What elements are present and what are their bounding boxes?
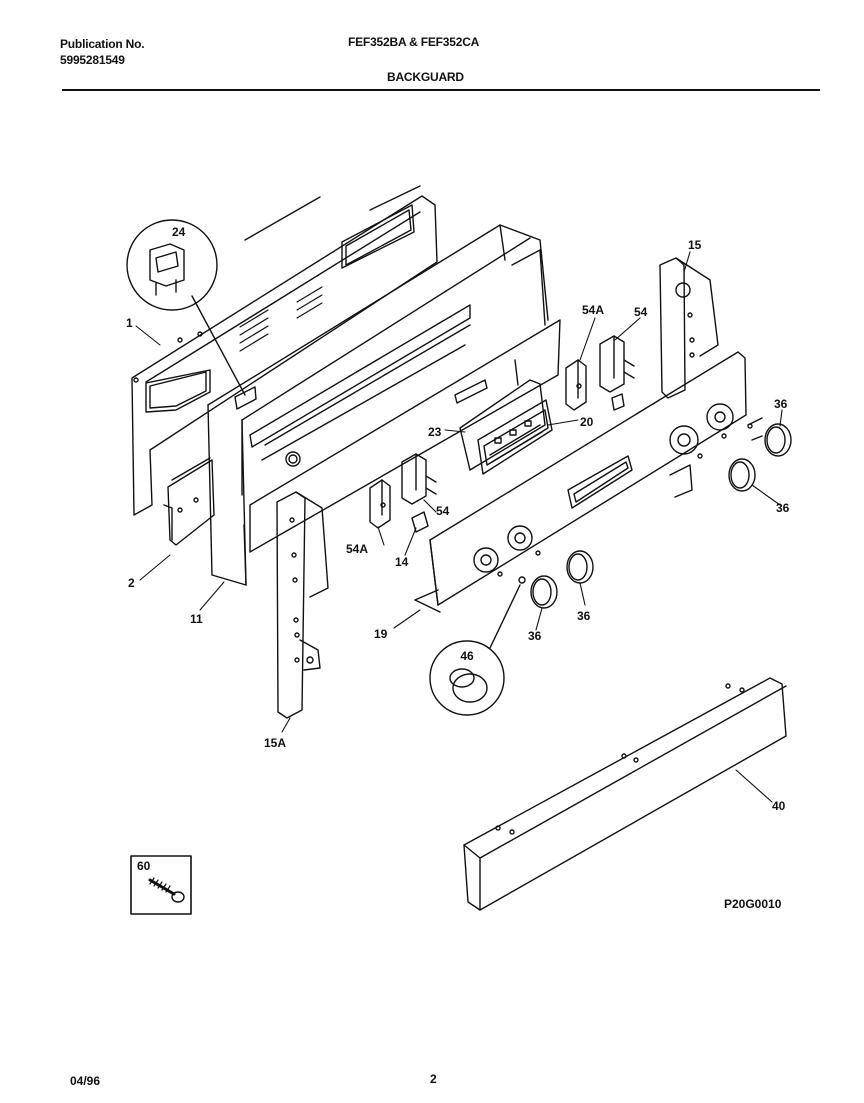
knob-middle-right (728, 435, 763, 492)
left-side-bracket (276, 491, 329, 719)
rocker-switch-detail (126, 219, 246, 396)
part-label-23: 23 (428, 425, 442, 439)
part-label-2: 2 (128, 576, 135, 590)
header-rule (62, 89, 820, 91)
part-label-54-lower: 54 (436, 504, 450, 518)
part-label-14: 14 (395, 555, 409, 569)
switch-lower-54A (369, 479, 391, 529)
switch-upper-54 (599, 335, 635, 393)
lower-bracket (163, 457, 215, 546)
page-number: 2 (430, 1072, 437, 1086)
publication-label: Publication No. (60, 37, 145, 51)
part-label-11: 11 (190, 612, 203, 626)
switch-lower-14 (411, 511, 429, 533)
control-panel (414, 351, 747, 613)
diagram-code: P20G0010 (724, 897, 782, 911)
part-label-36-lower-left: 36 (528, 629, 542, 643)
knob-upper-right (747, 417, 792, 457)
clock-timer (459, 379, 553, 475)
part-label-1: 1 (126, 316, 133, 330)
knob-insert-detail (429, 576, 526, 716)
knob-lower-left (530, 575, 558, 609)
part-label-15: 15 (688, 238, 702, 252)
part-label-20: 20 (580, 415, 594, 429)
publication-number: 5995281549 (60, 53, 125, 67)
footer-date: 04/96 (70, 1074, 101, 1088)
part-label-54-upper: 54 (634, 305, 648, 319)
part-label-24: 24 (172, 225, 186, 239)
model-title: FEF352BA & FEF352CA (348, 35, 480, 49)
trim-cap (463, 677, 787, 911)
right-side-bracket (659, 257, 719, 399)
part-label-54A-upper: 54A (582, 303, 604, 317)
part-label-40: 40 (772, 799, 786, 813)
switch-lower-54 (401, 453, 437, 505)
switch-upper-54A (565, 359, 587, 411)
back-panel (131, 185, 438, 516)
screw-box (130, 855, 192, 915)
part-label-19: 19 (374, 627, 388, 641)
section-title: BACKGUARD (387, 70, 464, 84)
backguard-frame (207, 224, 561, 586)
part-label-15A: 15A (264, 736, 286, 750)
part-label-54A-lower: 54A (346, 542, 368, 556)
knob-center (566, 550, 594, 584)
part-label-36-middle-right: 36 (776, 501, 790, 515)
leader-lines (135, 251, 783, 803)
part-label-46: 46 (460, 649, 474, 663)
part-label-36-center: 36 (577, 609, 591, 623)
part-label-60: 60 (137, 859, 151, 873)
part-label-36-upper-right: 36 (774, 397, 788, 411)
switch-upper-14 (611, 393, 625, 411)
